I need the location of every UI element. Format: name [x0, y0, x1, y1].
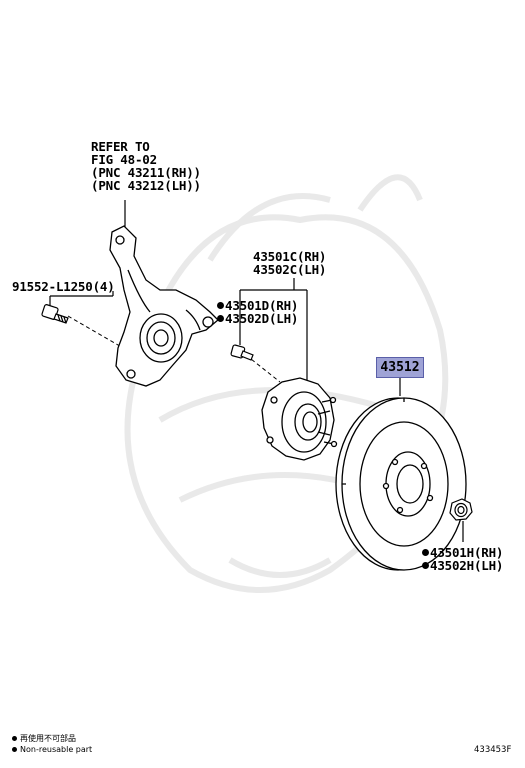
part-label-bolt[interactable]: 91552-L1250(4): [12, 279, 115, 294]
knuckle-bolt: [41, 304, 69, 324]
non-reusable-dot-icon: [422, 562, 429, 569]
refer-line-4: (PNC 43212(LH)): [91, 178, 201, 193]
figure-number: 433453F: [474, 745, 512, 755]
brake-disc-rotor: [335, 397, 467, 571]
non-reusable-dot-icon: [422, 549, 429, 556]
hub-bolt: [230, 344, 254, 361]
bullet-icon: [12, 747, 17, 752]
hub-bearing: [261, 377, 338, 461]
bullet-icon: [12, 736, 17, 741]
leader-lines: [49, 200, 464, 542]
steering-knuckle: [109, 225, 219, 387]
hub-nut: [449, 498, 473, 521]
refer-line-2: FIG 48-02: [91, 152, 157, 167]
refer-line-1: REFER TO: [91, 139, 150, 154]
legend-english: Non-reusable part: [12, 745, 92, 755]
part-label-nut-lh[interactable]: 43502H(LH): [422, 559, 503, 572]
legend-japanese: 再使用不可部品: [12, 734, 76, 744]
part-label-nut-rh[interactable]: 43501H(RH): [422, 546, 503, 559]
part-label-hub-rh[interactable]: 43501C(RH): [253, 249, 327, 264]
part-label-hub-lh[interactable]: 43502C(LH): [253, 262, 327, 277]
part-label-hub-bolt-rh[interactable]: 43501D(RH): [217, 299, 298, 312]
non-reusable-dot-icon: [217, 302, 224, 309]
part-label-hub-bolt-lh[interactable]: 43502D(LH): [217, 312, 298, 325]
non-reusable-dot-icon: [217, 315, 224, 322]
refer-line-3: (PNC 43211(RH)): [91, 165, 201, 180]
part-label-rotor[interactable]: 43512: [376, 357, 424, 378]
